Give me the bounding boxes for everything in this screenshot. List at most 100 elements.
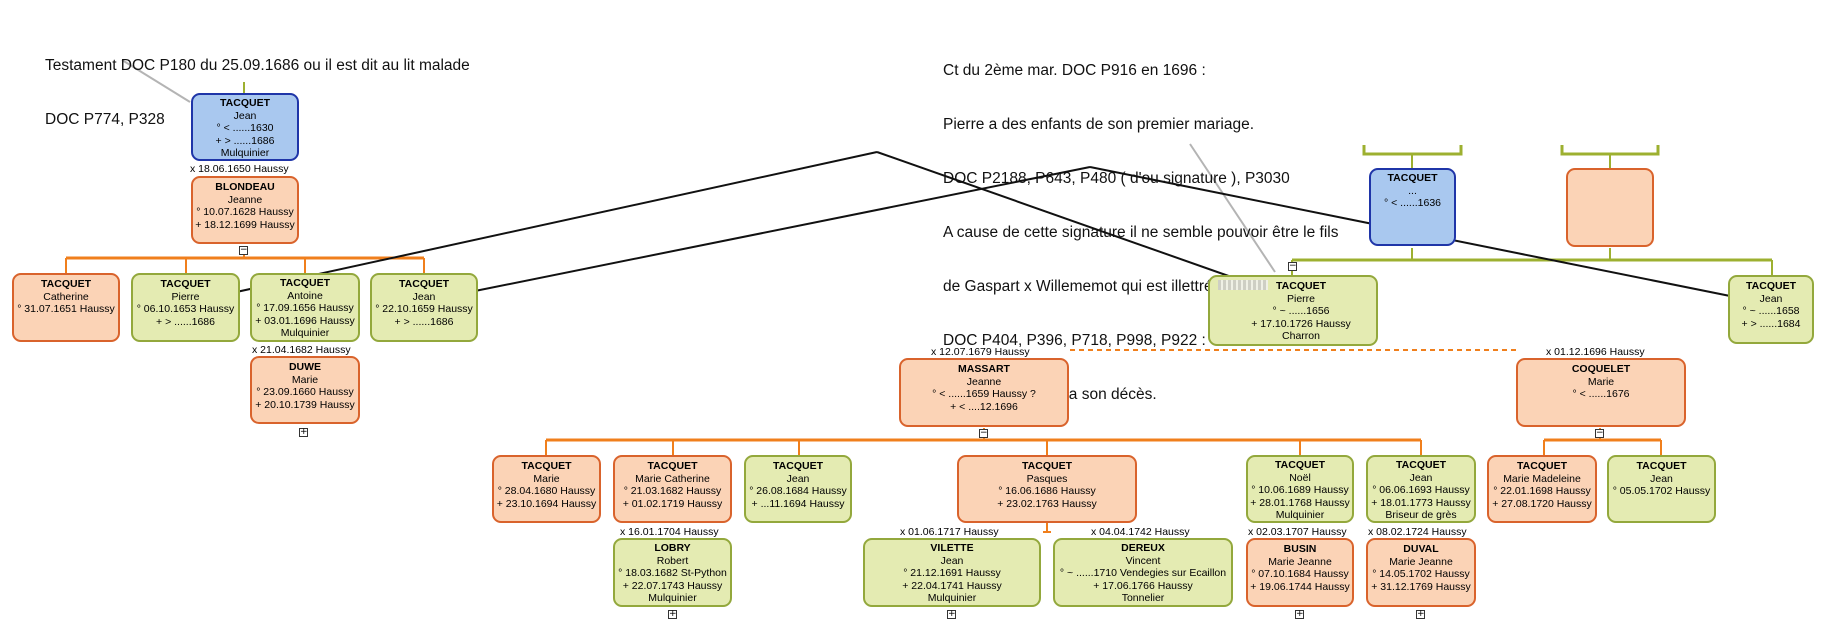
person-death: + 22.07.1743 Haussy <box>622 579 723 592</box>
person-card-marie-duwe[interactable]: DUWE Marie ° 23.09.1660 Haussy + 20.10.1… <box>250 356 360 424</box>
person-card-marie-coquelet[interactable]: COQUELET Marie ° < ......1676 <box>1516 358 1686 427</box>
person-given-name: Antoine <box>287 289 323 302</box>
person-surname: TACQUET <box>1746 280 1796 292</box>
person-surname: COQUELET <box>1571 363 1631 375</box>
person-death: + 03.01.1696 Haussy <box>255 314 355 327</box>
person-birth: ° 06.10.1653 Haussy <box>136 303 235 315</box>
person-birth: ° ~ ......1710 Vendegies sur Ecaillon <box>1059 567 1227 579</box>
person-card-marie-madeleine-tacquet[interactable]: TACQUET Marie Madeleine ° 22.01.1698 Hau… <box>1487 455 1597 523</box>
person-given-name: Marie <box>291 373 319 386</box>
person-card-marie-catherine-tacquet[interactable]: TACQUET Marie Catherine ° 21.03.1682 Hau… <box>613 455 732 523</box>
person-card-marie-jeanne-busin[interactable]: BUSIN Marie Jeanne ° 07.10.1684 Haussy +… <box>1246 538 1354 607</box>
marriage-label: x 01.06.1717 Haussy <box>900 526 999 538</box>
person-card-jean-vilette[interactable]: VILETTE Jean ° 21.12.1691 Haussy + 22.04… <box>863 538 1041 607</box>
marriage-label: x 12.07.1679 Haussy <box>931 346 1030 358</box>
person-card-tacquet-1636[interactable]: TACQUET ... ° < ......1636 <box>1369 168 1456 246</box>
person-birth: ° 26.08.1684 Haussy <box>749 485 847 497</box>
person-death: + > ......1686 <box>156 315 215 328</box>
person-given-name: Pierre <box>171 290 200 303</box>
person-surname: DUVAL <box>1403 543 1439 555</box>
person-card-pierre-tacquet-1656[interactable]: TACQUET Pierre ° ~ ......1656 + 17.10.17… <box>1208 275 1378 346</box>
person-given-name: ... <box>1408 184 1417 197</box>
person-card-jean-tacquet-1658[interactable]: TACQUET Jean ° ~ ......1658 + > ......16… <box>1728 275 1814 344</box>
person-birth: ° < ......1659 Haussy ? <box>932 388 1036 400</box>
person-given-name: Marie Jeanne <box>1268 555 1332 568</box>
person-occupation: Mulquinier <box>648 592 697 604</box>
person-given-name: Marie Catherine <box>635 472 710 485</box>
person-surname: TACQUET <box>1396 459 1446 471</box>
person-card-noel-tacquet[interactable]: TACQUET Noël ° 10.06.1689 Haussy + 28.01… <box>1246 455 1354 523</box>
contract-note-line: Pierre a des enfants de son premier mari… <box>943 116 1255 133</box>
person-death: + > ......1684 <box>1741 317 1801 330</box>
person-surname: TACQUET <box>1276 280 1326 292</box>
person-card-catherine-tacquet[interactable]: TACQUET Catherine ° 31.07.1651 Haussy <box>12 273 120 342</box>
person-card-marie-tacquet-1680[interactable]: TACQUET Marie ° 28.04.1680 Haussy + 23.1… <box>492 455 601 523</box>
person-given-name: Jeanne <box>966 375 1002 388</box>
person-card-pasques-tacquet[interactable]: TACQUET Pasques ° 16.06.1686 Haussy + 23… <box>957 455 1137 523</box>
person-given-name: Marie <box>1587 375 1615 388</box>
expand-toggle[interactable]: + <box>668 609 677 619</box>
person-death: + 31.12.1769 Haussy <box>1371 580 1471 593</box>
person-surname: TACQUET <box>1275 459 1325 471</box>
contract-note-line: A cause de cette signature il ne semble … <box>943 224 1339 241</box>
marriage-label: x 21.04.1682 Haussy <box>252 344 351 356</box>
person-given-name: Jean <box>1409 471 1433 484</box>
marriage-label: x 04.04.1742 Haussy <box>1091 526 1190 538</box>
person-given-name: Robert <box>656 554 689 567</box>
person-birth: ° 28.04.1680 Haussy <box>497 485 596 497</box>
person-surname: BLONDEAU <box>215 181 275 193</box>
person-birth: ° 10.06.1689 Haussy <box>1251 484 1349 496</box>
person-birth: ° 18.03.1682 St-Python <box>618 567 727 579</box>
person-given-name: Marie Madeleine <box>1503 472 1581 485</box>
person-card-jeanne-massart[interactable]: MASSART Jeanne ° < ......1659 Haussy ? +… <box>899 358 1069 427</box>
person-birth: ° 14.05.1702 Haussy <box>1372 568 1470 580</box>
testament-note-line: DOC P774, P328 <box>45 111 165 128</box>
contract-note-line: DOC P2188, P643, P480 ( d'ou signature )… <box>943 170 1290 187</box>
person-card-jean-tacquet-1702[interactable]: TACQUET Jean ° 05.05.1702 Haussy <box>1607 455 1716 523</box>
person-birth: ° 06.06.1693 Haussy <box>1372 484 1470 496</box>
collapse-toggle[interactable]: − <box>979 428 988 438</box>
person-card-jean-tacquet-1630[interactable]: TACQUET Jean ° < ......1630 + > ......16… <box>191 93 299 161</box>
collapse-toggle[interactable]: − <box>1288 261 1297 271</box>
expand-toggle[interactable]: + <box>947 609 956 619</box>
person-surname: TACQUET <box>41 278 91 290</box>
person-death: + 22.04.1741 Haussy <box>902 579 1002 592</box>
person-card-pierre-tacquet-1653[interactable]: TACQUET Pierre ° 06.10.1653 Haussy + > .… <box>131 273 240 342</box>
person-given-name: Pierre <box>1286 292 1315 305</box>
person-occupation: Mulquinier <box>220 147 270 159</box>
person-card-robert-lobry[interactable]: LOBRY Robert ° 18.03.1682 St-Python + 22… <box>613 538 732 607</box>
person-given-name: Marie Jeanne <box>1389 555 1453 568</box>
person-surname: TACQUET <box>1387 172 1438 184</box>
person-card-jean-tacquet-1693[interactable]: TACQUET Jean ° 06.06.1693 Haussy + 18.01… <box>1366 455 1476 523</box>
person-card-antoine-tacquet[interactable]: TACQUET Antoine ° 17.09.1656 Haussy + 03… <box>250 273 360 342</box>
person-card-jean-tacquet-1684[interactable]: TACQUET Jean ° 26.08.1684 Haussy + ...11… <box>744 455 852 523</box>
person-occupation: Briseur de grès <box>1385 509 1457 521</box>
person-given-name: Jean <box>233 109 257 122</box>
person-card-vincent-dereux[interactable]: DEREUX Vincent ° ~ ......1710 Vendegies … <box>1053 538 1233 607</box>
person-birth: ° 05.05.1702 Haussy <box>1612 485 1711 497</box>
person-card-jean-tacquet-1659[interactable]: TACQUET Jean ° 22.10.1659 Haussy + > ...… <box>370 273 478 342</box>
signature-image <box>1218 280 1268 290</box>
person-surname: TACQUET <box>773 460 823 472</box>
expand-toggle[interactable]: + <box>1295 609 1304 619</box>
person-death: + < ....12.1696 <box>950 400 1018 413</box>
person-card-jeanne-blondeau[interactable]: BLONDEAU Jeanne ° 10.07.1628 Haussy + 18… <box>191 176 299 244</box>
person-birth: ° ~ ......1656 <box>1272 305 1330 317</box>
expand-toggle[interactable]: + <box>1416 609 1425 619</box>
person-given-name: Vincent <box>1125 554 1161 567</box>
person-birth: ° 21.12.1691 Haussy <box>903 567 1001 579</box>
collapse-toggle[interactable]: − <box>1595 428 1604 438</box>
person-surname: BUSIN <box>1283 543 1317 555</box>
person-surname: DEREUX <box>1121 542 1165 554</box>
person-surname: TACQUET <box>647 460 698 472</box>
person-card-marie-jeanne-duval[interactable]: DUVAL Marie Jeanne ° 14.05.1702 Haussy +… <box>1366 538 1476 607</box>
person-birth: ° 10.07.1628 Haussy <box>196 206 294 218</box>
person-surname: DUWE <box>288 361 322 373</box>
person-occupation: Mulquinier <box>927 592 977 604</box>
collapse-toggle[interactable]: − <box>239 245 248 255</box>
person-card-unknown-parent[interactable] <box>1566 168 1654 247</box>
person-death: + 17.10.1726 Haussy <box>1251 317 1351 330</box>
person-occupation: Mulquinier <box>1275 509 1325 521</box>
expand-toggle[interactable]: + <box>299 427 308 437</box>
